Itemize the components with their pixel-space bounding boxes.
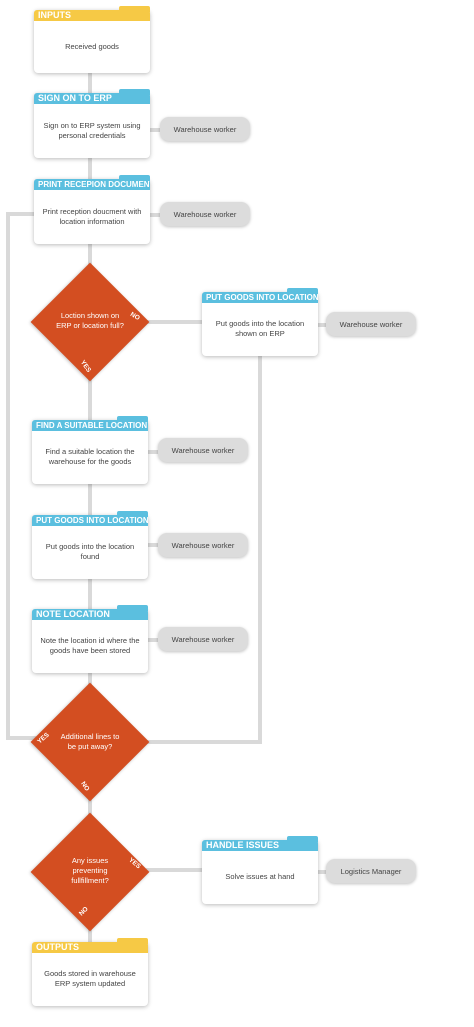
note-location-role: Warehouse worker bbox=[158, 627, 248, 651]
erp-location-merge-line bbox=[146, 354, 262, 744]
handle-issues-role: Logistics Manager bbox=[326, 859, 416, 883]
decision-issues-text: Any issues preventing fullfillment? bbox=[71, 856, 109, 885]
outputs-card: OUTPUTS Goods stored in warehouse ERP sy… bbox=[32, 938, 148, 1006]
note-location-body: Note the location id where the goods hav… bbox=[40, 636, 140, 655]
put-goods-shown-title: PUT GOODS INTO LOCATION bbox=[202, 292, 318, 303]
inputs-title: INPUTS bbox=[34, 10, 150, 21]
sign-on-body: Sign on to ERP system using personal cre… bbox=[43, 120, 141, 140]
put-goods-shown-role: Warehouse worker bbox=[326, 312, 416, 336]
loop-back-line bbox=[6, 212, 36, 740]
handle-issues-card: HANDLE ISSUES Solve issues at hand bbox=[202, 836, 318, 904]
find-location-role: Warehouse worker bbox=[158, 438, 248, 462]
put-goods-found-card: PUT GOODS INTO LOCATION Put goods into t… bbox=[32, 511, 148, 579]
handle-issues-title: HANDLE ISSUES bbox=[202, 840, 318, 851]
find-location-card: FIND A SUITABLE LOCATION Find a suitable… bbox=[32, 416, 148, 484]
find-location-title: FIND A SUITABLE LOCATION bbox=[32, 420, 148, 431]
inputs-body: Received goods bbox=[65, 41, 119, 51]
sign-on-role: Warehouse worker bbox=[160, 117, 250, 141]
put-goods-found-body: Put goods into the location found bbox=[45, 542, 135, 561]
note-location-card: NOTE LOCATION Note the location id where… bbox=[32, 605, 148, 673]
print-reception-role: Warehouse worker bbox=[160, 202, 250, 226]
put-goods-found-title: PUT GOODS INTO LOCATION bbox=[32, 515, 148, 526]
put-goods-shown-card: PUT GOODS INTO LOCATION Put goods into t… bbox=[202, 288, 318, 356]
note-location-title: NOTE LOCATION bbox=[32, 609, 148, 620]
sign-on-title: SIGN ON TO ERP bbox=[34, 93, 150, 104]
sign-on-card: SIGN ON TO ERP Sign on to ERP system usi… bbox=[34, 89, 150, 158]
put-goods-shown-body: Put goods into the location shown on ERP bbox=[215, 319, 305, 338]
print-reception-title: PRINT RECEPION DOCUMENT bbox=[34, 179, 150, 190]
print-reception-card: PRINT RECEPION DOCUMENT Print reception … bbox=[34, 175, 150, 244]
outputs-title: OUTPUTS bbox=[32, 942, 148, 953]
inputs-card: INPUTS Received goods bbox=[34, 6, 150, 73]
outputs-body: Goods stored in warehouse ERP system upd… bbox=[44, 969, 136, 988]
put-goods-found-role: Warehouse worker bbox=[158, 533, 248, 557]
decision-lines-text: Additional lines to be put away? bbox=[60, 732, 120, 751]
decision-location-text: Loction shown on ERP or location full? bbox=[56, 311, 124, 330]
find-location-body: Find a suitable location the warehouse f… bbox=[45, 447, 135, 466]
print-reception-body: Print reception doucment with location i… bbox=[42, 206, 142, 226]
handle-issues-body: Solve issues at hand bbox=[225, 872, 295, 881]
